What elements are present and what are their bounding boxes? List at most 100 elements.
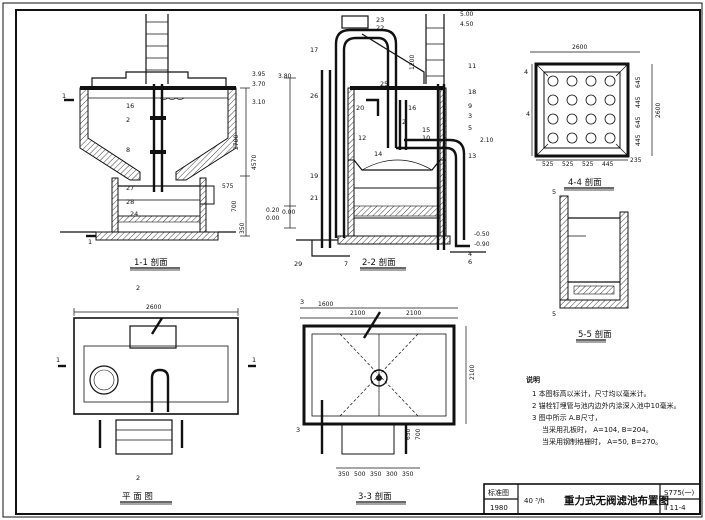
filter-hole — [604, 132, 616, 144]
filter-hole — [547, 132, 559, 144]
caption-section-3-3: 3-3 剖面 — [358, 491, 392, 502]
dim-label: 0.00 — [282, 209, 296, 216]
section-marker-label: 4 — [526, 110, 530, 118]
callout-number: 21 — [310, 194, 318, 202]
filter-hole — [566, 94, 578, 106]
dim-label: 445 — [635, 96, 642, 108]
note-line: 当采用钢制格栅时， A=50, B=270。 — [542, 437, 662, 446]
callout-number: 24 — [130, 210, 138, 218]
dim-label: 1200 — [409, 55, 416, 70]
dim-label: 645 — [635, 116, 642, 128]
dim-label: 525 — [582, 161, 594, 168]
dim-label: 2100 — [350, 310, 365, 317]
title-std-label: 标准图 — [488, 488, 509, 497]
callout-number: 3 — [468, 112, 472, 120]
callout-number: 15 — [422, 126, 430, 134]
section-1-1 — [60, 14, 250, 271]
callout-number: 29 — [294, 260, 302, 268]
callout-number: 20 — [356, 104, 364, 112]
callout-number: 9 — [468, 102, 472, 110]
section-marker-label: 1 — [56, 356, 60, 364]
section-marker-label: 1 — [62, 92, 66, 100]
filter-hole — [585, 113, 597, 125]
dim-label: 5.00 — [460, 11, 474, 18]
dims-plan-3-3: 2600 1600 2100 2100 650 700 350 500 350 … — [146, 301, 476, 478]
plan-view — [58, 308, 256, 505]
callout-number: 14 — [374, 150, 382, 158]
dim-label: -0.90 — [474, 241, 490, 248]
dim-label: 3.80 — [278, 73, 292, 80]
title-block: 标准图 1980 40 ³/h 重力式无阀滤池布置图 S775(一) Ⅱ 11-… — [483, 483, 701, 515]
callouts-2-2: 23 22 17 26 25 20 16 2 12 10 15 11 18 14… — [294, 16, 476, 268]
section-markers: 1 1 2 2 3 3 4 4 5 5 1 1 — [56, 68, 556, 482]
drawing-code: S775(一) — [664, 489, 695, 497]
dim-label: 0.00 — [266, 215, 280, 222]
section-marker-label: 3 — [296, 426, 300, 434]
callout-number: 28 — [126, 198, 134, 206]
section-marker-label: 4 — [524, 68, 528, 76]
filter-hole — [566, 75, 578, 87]
section-4-4 — [530, 51, 653, 191]
callout-number: 27 — [126, 184, 134, 192]
filter-hole — [585, 75, 597, 87]
dim-label: 2700 — [233, 135, 240, 150]
dim-label: 2100 — [406, 310, 421, 317]
callout-number: 16 — [408, 104, 416, 112]
section-3-3 — [300, 307, 467, 505]
callout-number: 10 — [422, 134, 430, 142]
section-marker-label: 2 — [136, 474, 140, 482]
dim-label: 350 — [370, 471, 382, 478]
callout-number: 7 — [344, 260, 348, 268]
callout-number: 12 — [358, 134, 366, 142]
caption-section-1-1: 1-1 剖面 — [134, 257, 168, 268]
callout-number: 18 — [468, 88, 476, 96]
dim-label: 500 — [354, 471, 366, 478]
callouts-1-1: 16 2 8 27 28 24 — [126, 102, 138, 218]
callout-number: 23 — [376, 16, 384, 24]
inner-border — [15, 9, 701, 515]
caption-section-2-2: 2-2 剖面 — [362, 257, 396, 268]
dim-label: 0.20 — [266, 207, 280, 214]
filter-hole — [566, 113, 578, 125]
section-marker-label: 1 — [252, 356, 256, 364]
dim-label: 350 — [402, 471, 414, 478]
drawing-title: 重力式无阀滤池布置图 — [564, 494, 669, 507]
section-marker-label: 5 — [552, 188, 556, 196]
dims-section-4-4: 2600 525 525 525 445 645 445 645 445 235… — [542, 44, 662, 168]
callout-number: 8 — [126, 146, 130, 154]
title-year: 1980 — [490, 504, 508, 512]
filter-hole — [604, 94, 616, 106]
dim-label: 525 — [562, 161, 574, 168]
callout-number: 25 — [380, 80, 388, 88]
dim-label: 445 — [602, 161, 614, 168]
filter-hole — [566, 132, 578, 144]
dim-label: 350 — [239, 222, 246, 234]
dim-label: 650 — [405, 428, 412, 440]
dim-label: 3.70 — [252, 81, 266, 88]
dim-label: 2600 — [655, 103, 662, 118]
dim-label: 235 — [630, 157, 642, 164]
dim-label: 525 — [542, 161, 554, 168]
callout-number: 5 — [468, 124, 472, 132]
filter-hole — [585, 94, 597, 106]
callout-number: 4 — [468, 250, 472, 258]
dim-label: 700 — [231, 200, 238, 212]
dim-label: 445 — [635, 134, 642, 146]
section-marker-label: 2 — [136, 284, 140, 292]
filter-hole — [604, 113, 616, 125]
caption-plan: 平 面 图 — [122, 492, 153, 502]
dim-label: 2600 — [146, 304, 161, 311]
callout-number: 2 — [402, 118, 406, 126]
dim-label: 3.10 — [252, 99, 266, 106]
dim-label: 2100 — [469, 365, 476, 380]
callout-number: 6 — [468, 258, 472, 266]
callout-number: 26 — [310, 92, 318, 100]
callout-number: 17 — [310, 46, 318, 54]
section-marker-label: 1 — [88, 238, 92, 246]
dim-label: 2.10 — [480, 137, 494, 144]
filter-hole — [585, 132, 597, 144]
callout-number: 2 — [126, 116, 130, 124]
caption-section-5-5: 5-5 剖面 — [578, 329, 612, 340]
dim-label: 300 — [386, 471, 398, 478]
